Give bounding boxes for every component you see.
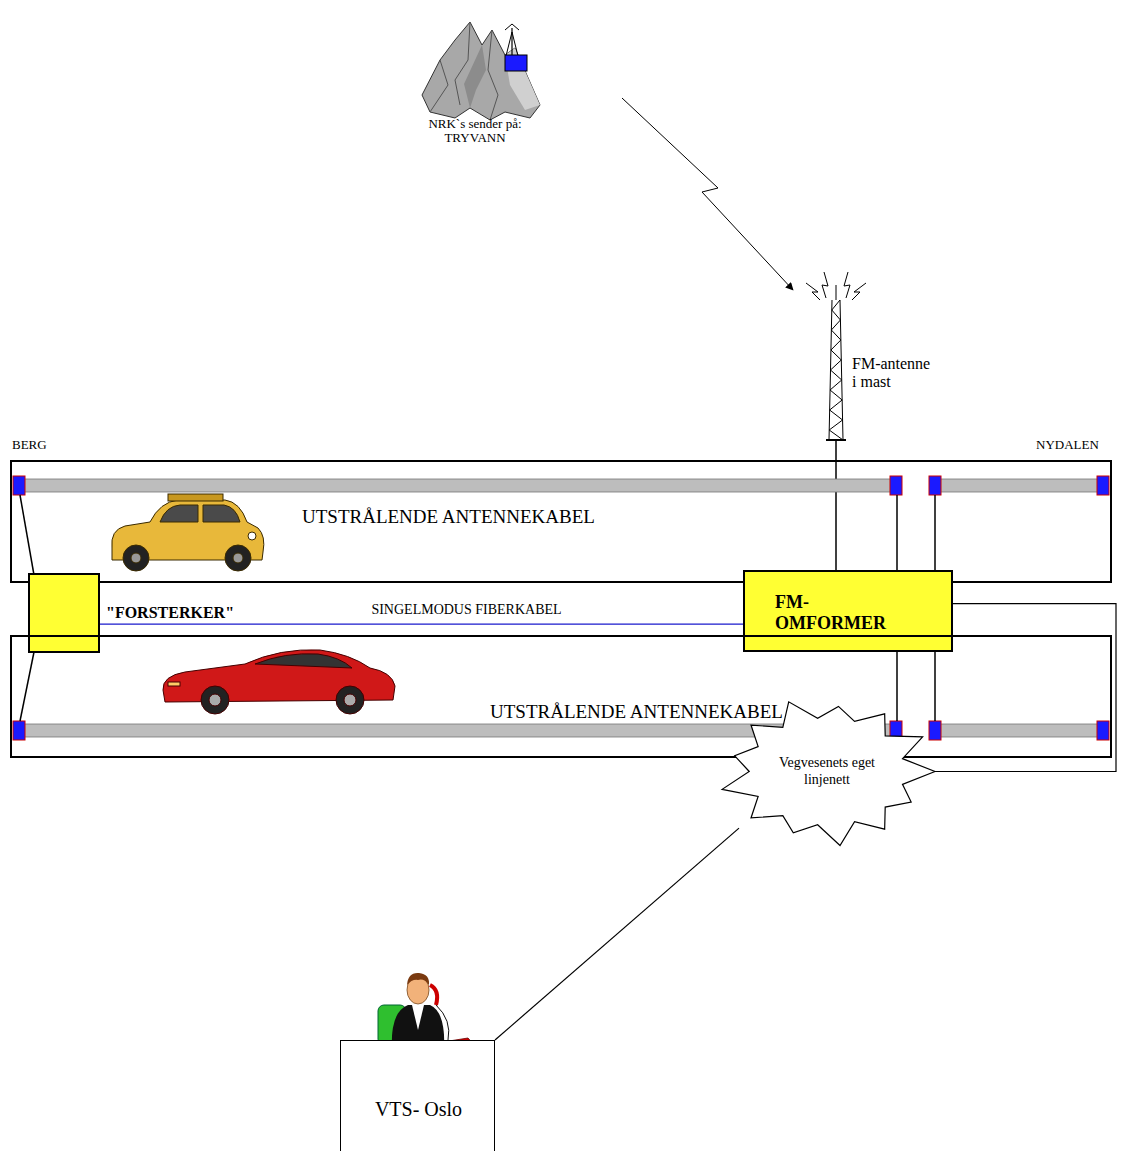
radiating-cable xyxy=(13,476,1109,740)
transmitter xyxy=(505,24,527,71)
car-yellow xyxy=(112,494,264,571)
converter-box: FM- OMFORMER xyxy=(743,570,953,652)
connector xyxy=(495,828,739,1040)
place-name: BERG xyxy=(12,438,47,452)
mast-label: FM-antenne i mast xyxy=(852,355,938,390)
node-text: FM- OMFORMER xyxy=(775,592,897,633)
network-cloud: Vegvesenets eget linjenett xyxy=(717,695,937,848)
tunnel-tube: UTSTRÅLENDE ANTENNEKABEL xyxy=(10,635,1112,758)
car-red xyxy=(163,650,395,714)
mountain xyxy=(422,22,540,120)
amplifier-box: "FORSTERKER" xyxy=(28,573,100,653)
node-text: "FORSTERKER" xyxy=(106,604,234,622)
place-name: NYDALEN xyxy=(1036,438,1099,452)
control-room-box: VTS- Oslo xyxy=(340,1040,495,1151)
node-text: Vegvesenets eget linjenett xyxy=(777,755,877,787)
antenna-mast xyxy=(806,272,866,572)
radio-link xyxy=(622,98,793,290)
node-text: VTS- Oslo xyxy=(375,1098,462,1121)
connector-label: SINGELMODUS FIBERKABEL xyxy=(369,602,563,618)
tunnel-tube: UTSTRÅLENDE ANTENNEKABEL xyxy=(10,460,1112,583)
node-text: UTSTRÅLENDE ANTENNEKABEL xyxy=(490,701,783,723)
node-text: UTSTRÅLENDE ANTENNEKABEL xyxy=(302,506,595,528)
feed-line xyxy=(20,495,935,721)
connector xyxy=(100,624,743,625)
transmitter-label: NRK`s sender på: TRYVANN xyxy=(420,117,530,146)
